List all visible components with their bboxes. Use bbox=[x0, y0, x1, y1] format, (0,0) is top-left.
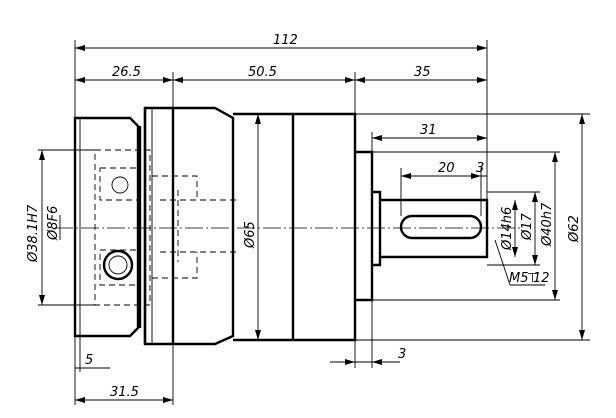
hidden-lines bbox=[94, 149, 240, 306]
dimension-lines bbox=[38, 40, 590, 405]
dim-thread-depth: 12 bbox=[533, 271, 550, 286]
dim-thread: M5 bbox=[509, 271, 529, 286]
dim-bore-diameter: Ø8F6 bbox=[46, 206, 61, 241]
dim-body-diameter: Ø65 bbox=[243, 221, 258, 249]
part-outline bbox=[73, 106, 489, 346]
dim-spigot-diameter: Ø40h7 bbox=[540, 202, 555, 247]
bolt-holes bbox=[102, 176, 134, 281]
dim-step-diameter: Ø17 bbox=[520, 212, 535, 241]
dim-key-offset: 3 bbox=[476, 161, 484, 176]
dim-flange-length: 26.5 bbox=[112, 65, 141, 80]
dim-key-length: 20 bbox=[438, 161, 455, 176]
thread-depth-icon: ⊤ bbox=[527, 271, 538, 286]
dim-body-length: 50.5 bbox=[248, 65, 277, 80]
dim-bottom-small: 5 bbox=[85, 353, 93, 368]
dim-bottom-offset: 3 bbox=[398, 347, 406, 362]
dim-shaft-diameter: Ø14h6 bbox=[500, 207, 515, 251]
dimension-labels: 112 26.5 50.5 35 31 20 3 Ø65 Ø38.1H7 Ø8F… bbox=[26, 33, 582, 400]
dim-shaft-inner-length: 31 bbox=[420, 123, 437, 138]
dim-outer-diameter: Ø62 bbox=[567, 215, 582, 243]
dim-shaft-length: 35 bbox=[414, 65, 431, 80]
dim-bottom-flange: 31.5 bbox=[110, 385, 139, 400]
arrowheads bbox=[39, 45, 585, 403]
dim-pilot-diameter: Ø38.1H7 bbox=[26, 204, 41, 263]
dim-overall-length: 112 bbox=[273, 33, 298, 48]
